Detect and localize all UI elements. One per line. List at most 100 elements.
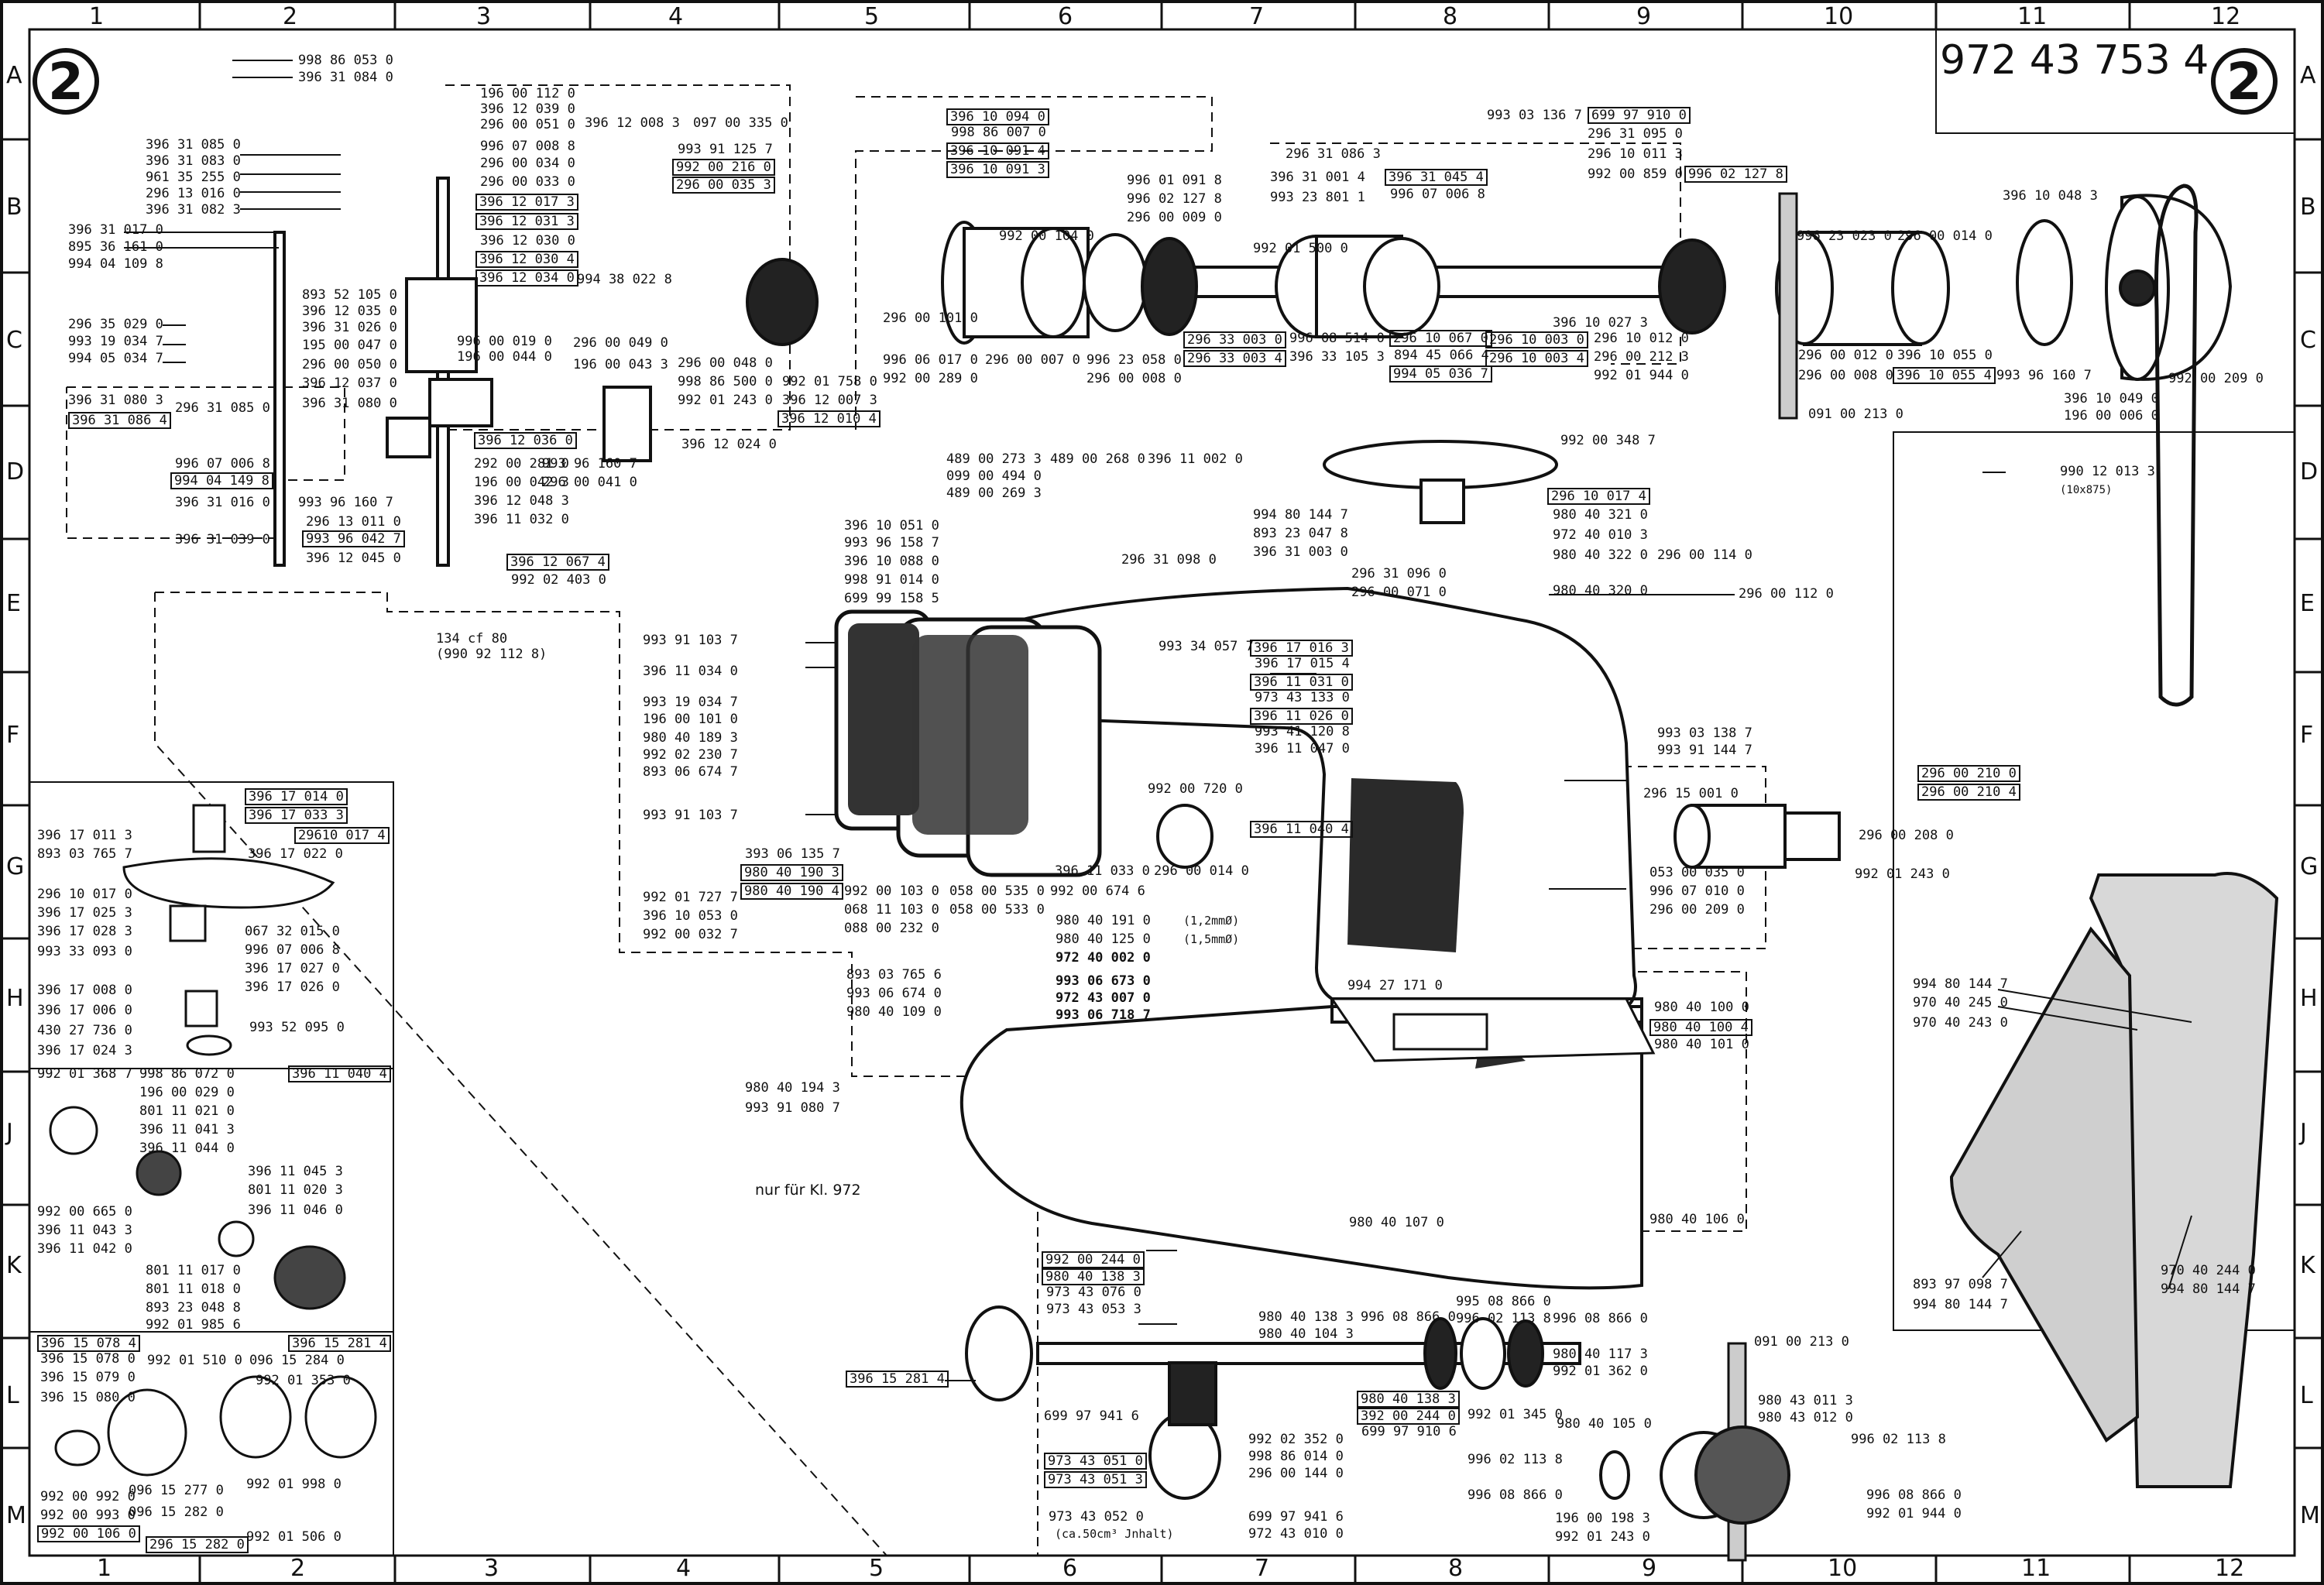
- part-label-boxed: 296 00 210 0: [1917, 765, 2020, 782]
- part-label: 996 08 866 0: [1468, 1487, 1563, 1503]
- part-label: 993 34 057 7: [1159, 639, 1254, 654]
- part-label: 996 08 866 0: [1361, 1309, 1456, 1325]
- row-label-D: D: [6, 458, 25, 485]
- part-label-boxed: 296 10 017 4: [1547, 488, 1650, 505]
- part-label: 396 15 078 0: [40, 1351, 136, 1367]
- part-label: 972 43 010 0: [1248, 1526, 1344, 1542]
- part-label: 994 80 144 7: [2161, 1281, 2256, 1297]
- part-label: 998 91 014 0: [844, 572, 939, 588]
- part-label-boxed: 973 43 051 0: [1044, 1453, 1147, 1470]
- part-label: 296 00 071 0: [1351, 585, 1447, 600]
- part-label: 980 40 189 3: [643, 730, 738, 746]
- part-label: 489 00 269 3: [946, 485, 1042, 501]
- row-label-right-J: J: [2300, 1119, 2307, 1146]
- part-label: 893 97 098 7: [1913, 1277, 2008, 1292]
- part-label: 196 00 101 0: [643, 712, 738, 727]
- part-label: 993 96 160 7: [298, 495, 393, 510]
- part-label: 396 17 025 3: [37, 905, 132, 921]
- part-label: 992 02 230 7: [643, 747, 738, 763]
- class-note: nur für Kl. 972: [755, 1182, 861, 1199]
- part-label: 992 00 104 0: [999, 228, 1094, 244]
- part-label-boxed: 296 10 003 0: [1485, 331, 1588, 348]
- row-label-right-G: G: [2300, 853, 2319, 880]
- part-label: 992 01 510 0: [147, 1353, 242, 1368]
- part-label: 980 40 194 3: [745, 1080, 840, 1096]
- part-label: 996 00 019 0: [457, 334, 552, 349]
- part-label-boxed: 396 17 014 0: [245, 788, 348, 805]
- part-label: 396 31 016 0: [175, 495, 270, 510]
- part-label: 292 00 281 0: [474, 456, 569, 472]
- row-label-F: F: [6, 722, 20, 749]
- part-label: 996 01 091 8: [1127, 173, 1222, 188]
- part-label: 992 01 998 0: [246, 1477, 342, 1492]
- part-label: 980 40 322 0: [1553, 547, 1648, 563]
- part-label-boxed: 396 10 091 4: [946, 142, 1049, 160]
- part-label-boxed: 396 12 031 3: [475, 213, 578, 230]
- part-label: 396 15 079 0: [40, 1370, 136, 1385]
- part-label: 396 12 045 0: [306, 551, 401, 566]
- part-label: 993 96 158 7: [844, 535, 939, 551]
- part-label: 296 00 212 3: [1594, 349, 1689, 365]
- part-label: 895 36 161 0: [68, 239, 163, 255]
- part-label: 296 31 086 3: [1286, 146, 1381, 162]
- part-label: 296 00 012 0: [1798, 348, 1893, 363]
- part-label: 980 40 138 3: [1258, 1309, 1354, 1325]
- part-label: 396 31 017 0: [68, 222, 163, 238]
- part-label-boxed: 29610 017 4: [294, 827, 390, 844]
- part-label: 980 40 117 3: [1553, 1347, 1648, 1362]
- part-label: 996 06 017 0: [883, 352, 978, 368]
- part-label: 973 43 052 0: [1049, 1509, 1144, 1525]
- part-label: 296 00 209 0: [1649, 902, 1745, 918]
- part-label: 992 00 674 6: [1050, 883, 1145, 899]
- part-label: 396 12 039 0: [480, 101, 575, 117]
- column-label-bottom-4: 4: [676, 1555, 692, 1582]
- part-label: 996 23 058 0: [1086, 352, 1182, 368]
- part-label: 893 23 047 8: [1253, 526, 1348, 541]
- part-label: 992 01 758 0: [782, 374, 877, 389]
- part-label: 992 01 243 0: [1555, 1529, 1650, 1545]
- part-label-boxed: 396 31 086 4: [68, 412, 171, 429]
- part-label: 058 00 535 0: [949, 883, 1045, 899]
- part-label: 396 17 008 0: [37, 983, 132, 998]
- part-label: 993 19 034 7: [643, 695, 738, 710]
- column-label-4: 4: [668, 3, 684, 30]
- column-label-2: 2: [283, 3, 298, 30]
- part-label: 980 40 125 0: [1056, 931, 1151, 947]
- column-label-bottom-3: 3: [484, 1555, 499, 1582]
- part-label-boxed: 992 00 216 0: [672, 159, 775, 176]
- part-label: 993 91 103 7: [643, 808, 738, 823]
- part-label: 196 00 198 3: [1555, 1511, 1650, 1526]
- part-label: 396 10 027 3: [1553, 315, 1648, 331]
- part-label: 396 31 080 3: [68, 393, 163, 408]
- part-label-boxed: 396 15 078 4: [37, 1335, 140, 1352]
- part-label: 993 03 136 7: [1487, 108, 1582, 123]
- part-label-boxed: 296 00 035 3: [672, 177, 775, 194]
- part-label: 992 02 352 0: [1248, 1432, 1344, 1447]
- part-label-boxed: 973 43 051 3: [1044, 1471, 1147, 1488]
- part-label: 091 00 213 0: [1754, 1334, 1849, 1350]
- part-label: 992 00 993 0: [40, 1508, 136, 1523]
- row-label-M: M: [6, 1502, 26, 1529]
- part-label-boxed: 392 00 244 0: [1357, 1408, 1460, 1425]
- part-label: 396 12 024 0: [681, 437, 777, 452]
- part-label: 992 00 720 0: [1148, 781, 1243, 797]
- row-label-right-F: F: [2300, 722, 2314, 749]
- part-label: 396 17 026 0: [245, 979, 340, 995]
- part-label: 396 11 033 0: [1055, 863, 1150, 879]
- column-label-bottom-6: 6: [1062, 1555, 1078, 1582]
- part-label: 993 96 160 7: [1996, 368, 2092, 383]
- part-label: 992 01 353 0: [256, 1373, 351, 1388]
- part-label: 396 12 048 3: [474, 493, 569, 509]
- page-marker-right: 2: [2211, 48, 2278, 115]
- part-label: 992 01 362 0: [1553, 1364, 1648, 1379]
- part-label: 961 35 255 0: [146, 170, 241, 185]
- part-label-boxed: 396 10 091 3: [946, 161, 1049, 178]
- part-label: 993 06 718 7: [1056, 1007, 1151, 1023]
- part-label: 996 08 866 0: [1553, 1311, 1648, 1326]
- part-label: 396 10 088 0: [844, 554, 939, 569]
- part-label: 396 12 007 3: [782, 393, 877, 408]
- column-label-bottom-11: 11: [2021, 1555, 2051, 1582]
- row-label-A: A: [6, 62, 22, 89]
- column-label-5: 5: [864, 3, 880, 30]
- column-label-12: 12: [2211, 3, 2241, 30]
